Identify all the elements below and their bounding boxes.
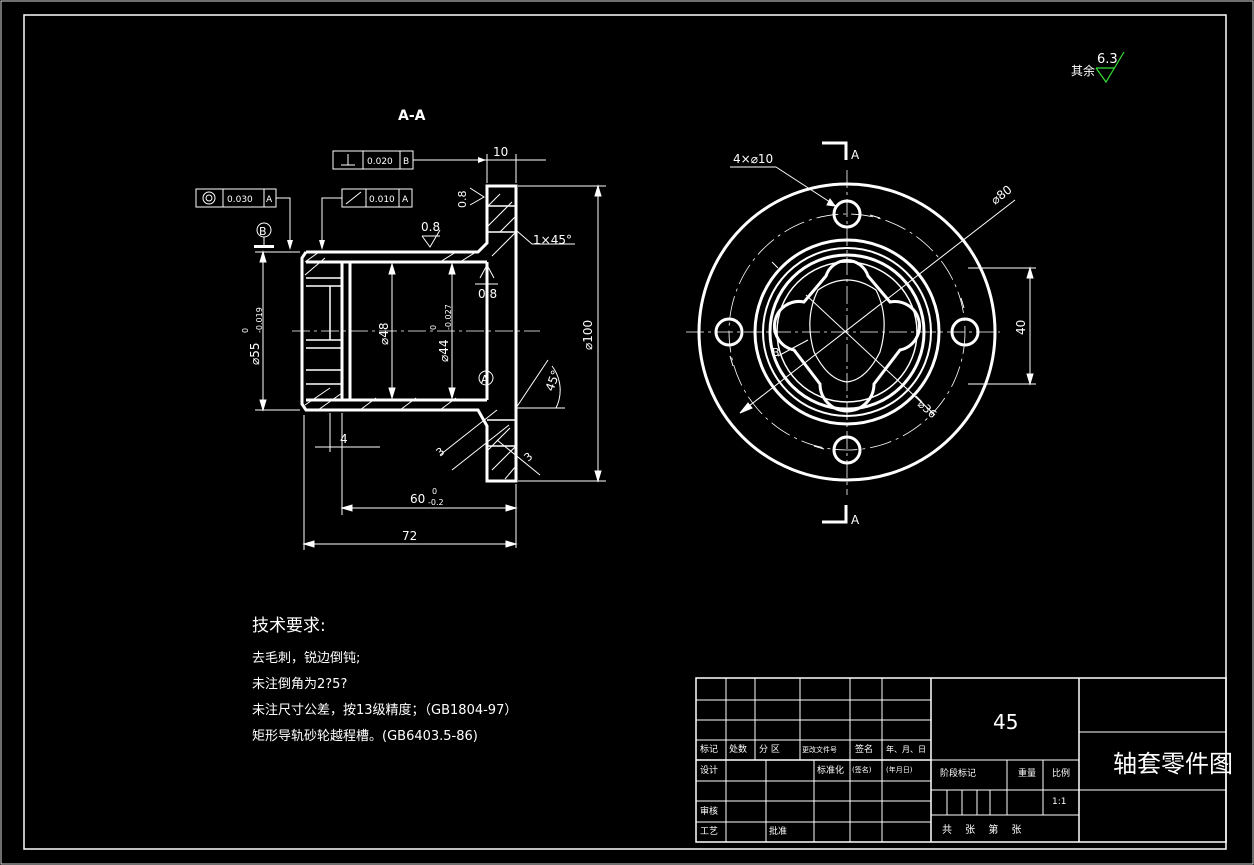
h-wenjian: 更改文件号	[802, 746, 837, 754]
dim-dia-48: ⌀48	[377, 262, 396, 400]
svg-text:4: 4	[340, 432, 348, 446]
dim-dia-55: ⌀55 0 -0.019	[241, 250, 300, 412]
svg-text:⌀55: ⌀55	[248, 343, 262, 366]
svg-text:⌀44: ⌀44	[437, 340, 451, 363]
fcf-concentricity: 0.030 A	[195, 188, 293, 250]
svg-text:45°: 45°	[543, 368, 563, 393]
svg-text:A: A	[481, 373, 489, 386]
dim-40: 40	[968, 266, 1036, 386]
svg-text:⌀48: ⌀48	[377, 323, 391, 346]
rough-08-c: 0.8	[475, 263, 498, 301]
title-block-grid	[695, 677, 1227, 843]
svg-text:⌀36: ⌀36	[915, 398, 939, 421]
part-name: 轴套零件图	[1113, 750, 1233, 778]
holes-callout: 4×⌀10	[730, 152, 837, 207]
roughness-prefix: 其余	[1071, 63, 1095, 78]
fcf-runout-tol: 0.010	[369, 195, 395, 205]
dim-60: 60 0 -0.2	[340, 452, 518, 548]
datum-b-label: B	[259, 225, 267, 238]
fcf-conc-tol: 0.030	[227, 195, 253, 205]
svg-text:-0.027: -0.027	[444, 304, 453, 330]
svg-text:A: A	[851, 513, 860, 527]
dim-10-text: 10	[493, 145, 508, 159]
fcf-perpendicularity: 0.020 B	[332, 150, 486, 170]
tech-req-line-2: 未注倒角为2?5?	[252, 677, 348, 692]
chamfer-note: 1×45°	[491, 230, 575, 257]
rough-08-b: 0.8	[456, 187, 485, 209]
hatching	[304, 193, 517, 480]
sheet-footer: 共 张 第 张	[942, 825, 1022, 836]
svg-text:0: 0	[429, 325, 438, 330]
svg-text:0.8: 0.8	[456, 191, 469, 209]
material-value: 45	[993, 710, 1019, 734]
fcf-perp-datum: B	[403, 157, 409, 167]
pizhun: 批准	[769, 827, 788, 837]
section-title: A-A	[398, 108, 426, 124]
front-view: 4×⌀10 ⌀80 ⌀36 40 B A	[686, 141, 1036, 527]
roughness-value: 6.3	[1097, 52, 1118, 67]
h-chushu: 处数	[729, 745, 748, 755]
part-outline	[300, 184, 518, 483]
fcf-runout: 0.010 A	[319, 188, 413, 250]
shenhe: 审核	[700, 807, 719, 817]
h-qianming: 签名	[855, 745, 874, 755]
biaozhunhua: 标准化	[817, 766, 845, 776]
rough-08-a: 0.8	[421, 220, 441, 248]
svg-text:0.8: 0.8	[421, 220, 440, 234]
svg-text:⌀100: ⌀100	[581, 320, 595, 350]
label-b: B	[772, 339, 809, 359]
dim-dia-100: ⌀100	[518, 184, 606, 483]
datum-a: A	[478, 370, 494, 398]
bili: 比例	[1052, 769, 1071, 779]
svg-text:72: 72	[402, 529, 417, 543]
svg-text:-0.2: -0.2	[428, 498, 444, 507]
fcf-runout-datum: A	[402, 195, 409, 205]
dim-4: 4	[315, 413, 380, 452]
svg-text:B: B	[772, 346, 780, 359]
svg-text:0: 0	[432, 487, 437, 496]
tech-req-line-1: 去毛刺，锐边倒钝;	[252, 651, 361, 666]
svg-text:-0.019: -0.019	[255, 307, 264, 333]
section-view: A-A 0.020 B 0.030 A	[195, 108, 606, 550]
fcf-conc-datum: A	[266, 195, 273, 205]
section-marker-top: A	[822, 141, 860, 162]
tech-req-title: 技术要求:	[252, 616, 326, 636]
roughness-other-symbol: 其余 6.3	[1071, 51, 1125, 84]
sheji: 设计	[700, 766, 719, 776]
tech-req-line-4: 矩形导轨砂轮越程槽。(GB6403.5-86)	[252, 729, 478, 744]
tech-req-line-3: 未注尺寸公差，按13级精度；（GB1804-97）	[252, 703, 518, 718]
date-paren: (年月日)	[886, 766, 913, 774]
svg-text:40: 40	[1014, 320, 1028, 335]
svg-text:0.8: 0.8	[478, 287, 497, 301]
svg-text:60: 60	[410, 492, 425, 506]
datum-b: B	[254, 222, 274, 248]
h-fenqu: 分 区	[759, 745, 780, 755]
section-marker-bottom: A	[822, 505, 860, 527]
dim-10: 10	[472, 145, 546, 183]
jieduan: 阶段标记	[940, 769, 977, 779]
svg-text:4×⌀10: 4×⌀10	[733, 152, 773, 166]
h-date: 年、月、日	[886, 745, 926, 754]
h-biaoji: 标记	[700, 745, 719, 755]
svg-text:A: A	[851, 148, 860, 162]
angle-45: 45°	[515, 359, 565, 409]
zhongliang: 重量	[1018, 769, 1037, 779]
dim-dia-44: ⌀44 0 -0.027	[429, 262, 456, 400]
fcf-perp-tol: 0.020	[367, 157, 393, 167]
svg-text:1×45°: 1×45°	[533, 233, 572, 247]
svg-text:3: 3	[434, 445, 448, 459]
qianming-paren: (签名)	[852, 766, 872, 774]
dim-72: 72	[302, 415, 518, 550]
scale-value: 1:1	[1052, 797, 1067, 807]
svg-text:0: 0	[241, 328, 250, 333]
gongyi: 工艺	[700, 827, 719, 837]
inner-frame	[23, 14, 1227, 850]
